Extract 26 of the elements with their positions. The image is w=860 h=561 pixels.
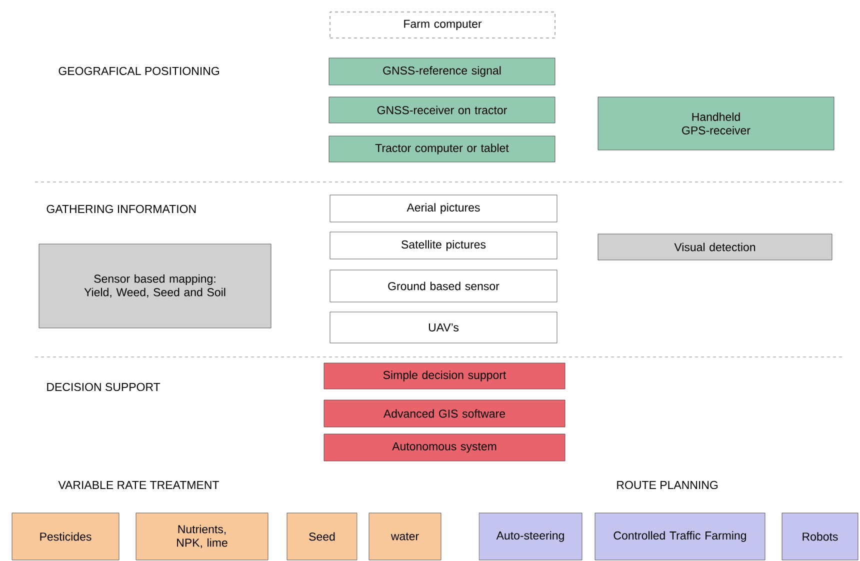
process-box: Sensor based mapping: Yield, Weed, Seed and Soil <box>38 244 272 328</box>
section-heading: ROUTE PLANNING <box>617 480 718 490</box>
process-box: GNSS-reference signal <box>328 58 556 86</box>
process-box: Nutrients, NPK, lime <box>136 512 268 560</box>
process-box: Aerial pictures <box>330 194 558 222</box>
process-box: Advanced GIS software <box>324 400 566 428</box>
section-heading: GATHERING INFORMATION <box>46 204 196 214</box>
process-box: Autonomous system <box>324 434 566 462</box>
process-box: Handheld GPS-receiver <box>598 96 834 150</box>
process-box: Seed <box>286 512 358 560</box>
process-box: Auto-steering <box>478 512 582 560</box>
dashed-box: Farm computer <box>330 12 556 38</box>
section-heading: VARIABLE RATE TREATMENT <box>58 481 219 489</box>
process-box: UAV’s <box>330 312 558 344</box>
process-box: water <box>368 512 442 560</box>
process-box: Ground based sensor <box>330 270 558 302</box>
process-box: Pesticides <box>12 512 120 560</box>
process-box: Controlled Traffic Farming <box>594 512 766 560</box>
process-box: GNSS-receiver on tractor <box>328 96 556 124</box>
section-heading: GEOGRAFICAL POSITIONING <box>58 66 219 76</box>
section-heading: DECISION SUPPORT <box>47 382 160 392</box>
process-box: Tractor computer or tablet <box>328 136 556 162</box>
process-box: Visual detection <box>598 234 832 260</box>
process-box: Simple decision support <box>324 362 566 390</box>
process-box: Satellite pictures <box>330 232 558 260</box>
process-box: Robots <box>782 512 858 560</box>
